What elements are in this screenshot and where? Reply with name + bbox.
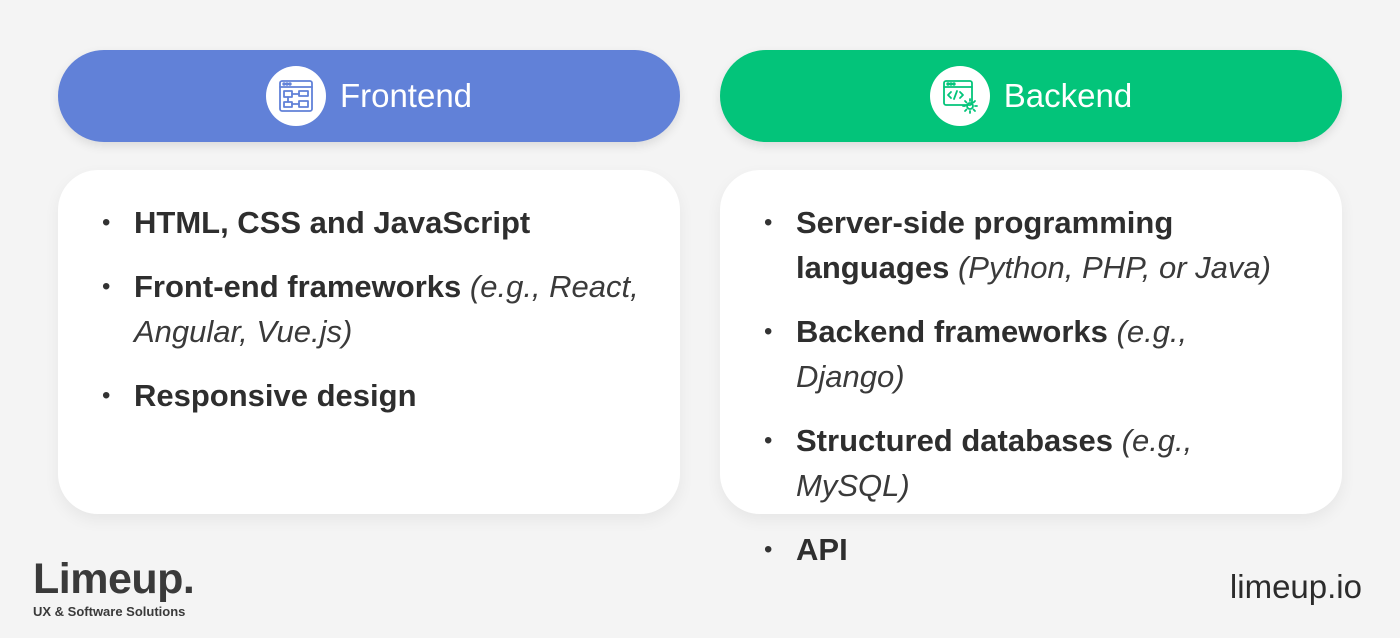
brand-logo: Limeup. UX & Software Solutions <box>33 554 195 619</box>
frontend-list: •HTML, CSS and JavaScript •Front-end fra… <box>102 200 640 418</box>
backend-list: •Server-side programming languages (Pyth… <box>764 200 1302 572</box>
bullet-icon: • <box>764 209 773 236</box>
backend-header: Backend <box>720 50 1342 142</box>
frontend-item: •HTML, CSS and JavaScript <box>102 200 640 245</box>
bullet-icon: • <box>102 209 111 236</box>
backend-item: •Structured databases (e.g., MySQL) <box>764 418 1302 508</box>
frontend-header: Frontend <box>58 50 680 142</box>
layout-diagram-icon <box>265 66 326 126</box>
brand-tagline: UX & Software Solutions <box>33 604 186 619</box>
frontend-title: Frontend <box>339 77 473 114</box>
backend-card: •Server-side programming languages (Pyth… <box>720 170 1342 567</box>
bullet-icon: • <box>102 273 111 300</box>
bullet-icon: • <box>102 382 111 409</box>
frontend-item: •Responsive design <box>102 373 640 418</box>
backend-title: Backend <box>1003 77 1133 114</box>
bullet-icon: • <box>764 427 773 454</box>
brand-name: Limeup. <box>33 555 195 603</box>
bullet-icon: • <box>764 318 773 345</box>
bullet-icon: • <box>764 536 773 563</box>
frontend-card: •HTML, CSS and JavaScript •Front-end fra… <box>58 170 680 514</box>
backend-item: •API <box>764 527 1302 572</box>
frontend-item: •Front-end frameworks (e.g., React, Angu… <box>102 264 640 354</box>
backend-item: •Server-side programming languages (Pyth… <box>764 200 1302 290</box>
backend-item: •Backend frameworks (e.g., Django) <box>764 309 1302 399</box>
brand-site: limeup.io <box>1229 568 1362 605</box>
code-gear-icon <box>929 66 990 126</box>
